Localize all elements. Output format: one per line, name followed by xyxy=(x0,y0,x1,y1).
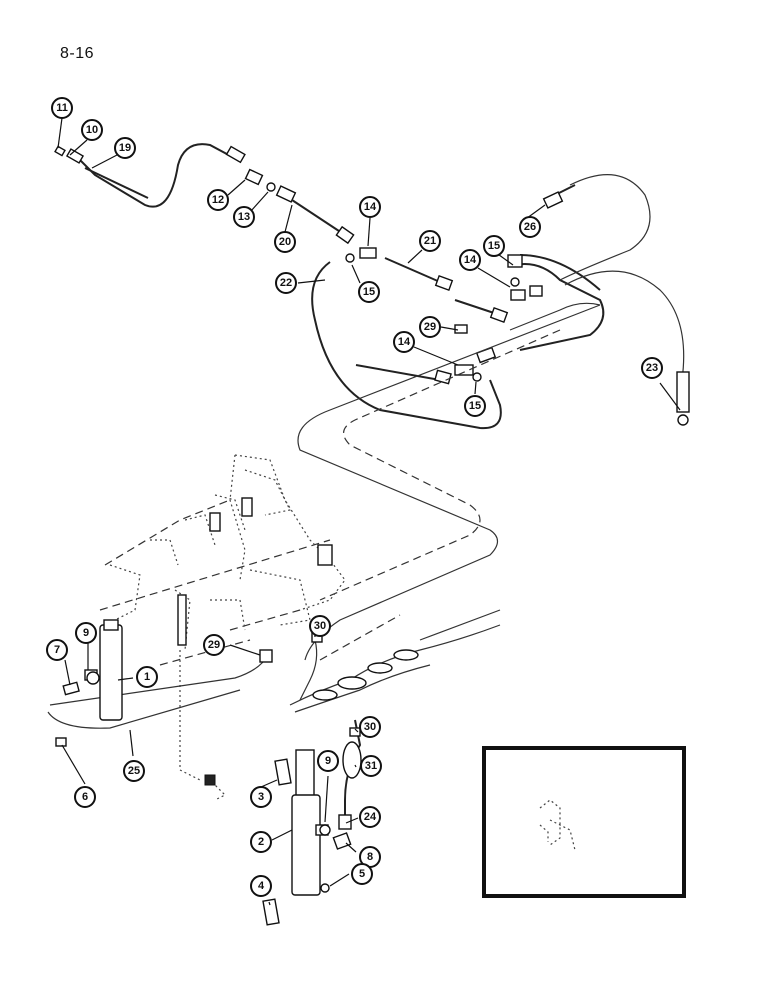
callout-number: 5 xyxy=(359,868,365,880)
callout-number: 11 xyxy=(56,102,68,114)
callout-number: 7 xyxy=(54,644,60,656)
callout-number: 14 xyxy=(398,336,411,348)
callout: 14 xyxy=(359,196,381,218)
lower-cylinder-assembly xyxy=(204,719,362,926)
callout-number: 29 xyxy=(424,321,436,333)
coiled-hoses xyxy=(289,609,501,713)
inset-detail-box xyxy=(482,746,686,898)
callout-number: 6 xyxy=(82,791,88,803)
callout-number: 8 xyxy=(367,851,373,863)
callout-number: 20 xyxy=(279,236,291,248)
callout: 26 xyxy=(519,216,541,238)
callout-number: 30 xyxy=(314,620,326,632)
mounting-frame xyxy=(109,454,346,801)
callout: 6 xyxy=(74,786,96,808)
callout-number: 31 xyxy=(365,760,377,772)
callout: 23 xyxy=(641,357,663,379)
lower-left-cylinder-assembly xyxy=(47,619,273,747)
page-number: 8-16 xyxy=(60,45,95,62)
callout-number: 2 xyxy=(258,836,264,848)
callout-number: 4 xyxy=(258,880,265,892)
callout-number: 26 xyxy=(524,221,536,233)
callout: 3 xyxy=(250,786,272,808)
callout-number: 14 xyxy=(464,254,477,266)
callout-number: 9 xyxy=(83,627,89,639)
callout: 2 xyxy=(250,831,272,853)
callout: 21 xyxy=(419,230,441,252)
callout: 5 xyxy=(351,863,373,885)
callout-number: 19 xyxy=(119,142,131,154)
callout-number: 9 xyxy=(325,755,331,767)
callout-number: 1 xyxy=(144,671,150,683)
callout-number: 15 xyxy=(363,286,375,298)
callout: 31 xyxy=(360,755,382,777)
callout: 13 xyxy=(233,206,255,228)
callout: 14 xyxy=(393,331,415,353)
callout-number: 29 xyxy=(208,639,220,651)
callout: 10 xyxy=(81,119,103,141)
callout: 29 xyxy=(419,316,441,338)
callout: 29 xyxy=(203,634,225,656)
callout-number: 22 xyxy=(280,277,292,289)
callout: 30 xyxy=(309,615,331,637)
callout: 7 xyxy=(46,639,68,661)
callout: 14 xyxy=(459,249,481,271)
upper-hose-assembly xyxy=(54,143,690,430)
callout: 9 xyxy=(317,750,339,772)
callout-number: 15 xyxy=(469,400,481,412)
callout: 15 xyxy=(464,395,486,417)
callout: 4 xyxy=(250,875,272,897)
long-tube-run xyxy=(99,304,601,666)
callout-number: 14 xyxy=(364,201,377,213)
callout: 9 xyxy=(75,622,97,644)
callout: 1 xyxy=(136,666,158,688)
callout-number: 24 xyxy=(364,811,377,823)
callout-number: 10 xyxy=(86,124,98,136)
callout: 15 xyxy=(483,235,505,257)
callout-number: 30 xyxy=(364,721,376,733)
callout-number: 3 xyxy=(258,791,264,803)
callout: 22 xyxy=(275,272,297,294)
callout: 15 xyxy=(358,281,380,303)
callout-number: 25 xyxy=(128,765,140,777)
callout-number: 21 xyxy=(424,235,436,247)
callout: 25 xyxy=(123,760,145,782)
callout: 30 xyxy=(359,716,381,738)
callout: 24 xyxy=(359,806,381,828)
callout-number: 15 xyxy=(488,240,500,252)
callout-number: 23 xyxy=(646,362,658,374)
callout-number: 12 xyxy=(212,194,224,206)
callout: 20 xyxy=(274,231,296,253)
callout-number: 13 xyxy=(238,211,250,223)
callout: 12 xyxy=(207,189,229,211)
callout: 11 xyxy=(51,97,73,119)
callout: 19 xyxy=(114,137,136,159)
